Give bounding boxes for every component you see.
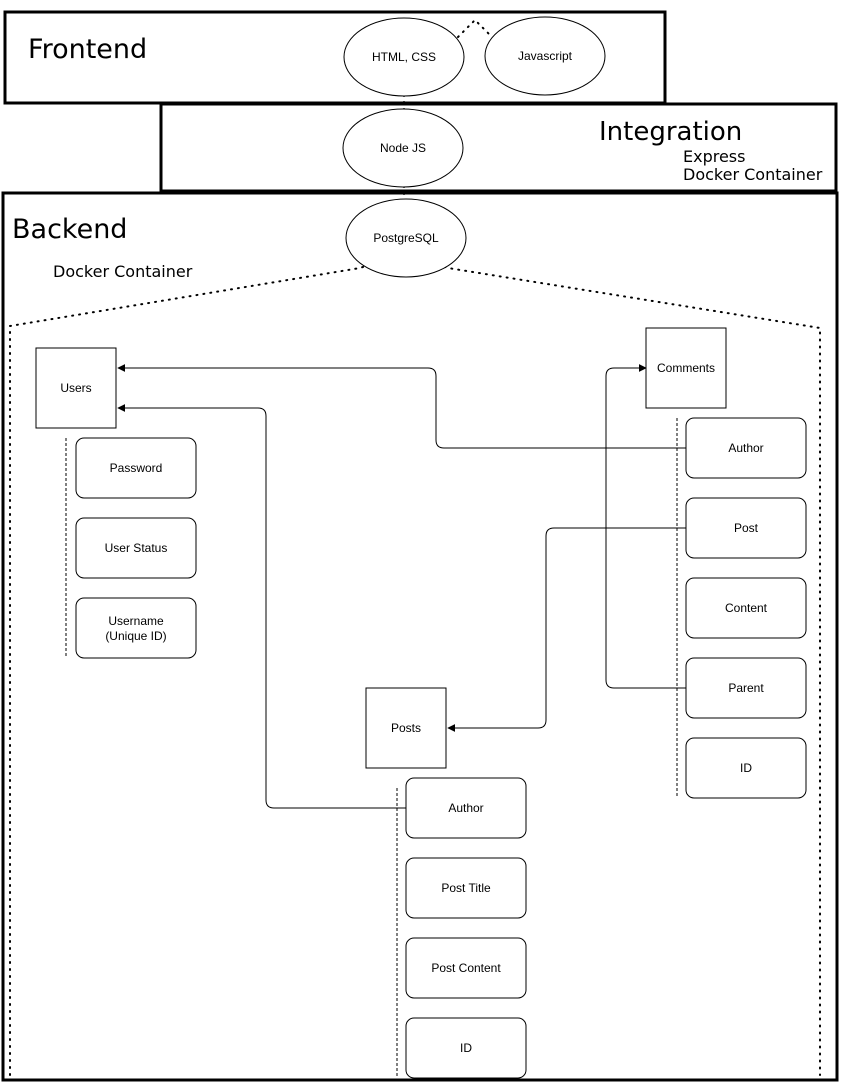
post-author-to-users (117, 404, 406, 809)
posts-label: Posts (391, 721, 421, 735)
integration-title: Integration (599, 117, 742, 147)
comments-field-author-label: Author (728, 441, 763, 455)
comments-field-author (685, 417, 807, 479)
comment-parent-to-comments (605, 364, 686, 689)
posts-field-content-label: Post Content (431, 961, 501, 975)
posts-field-title-label: Post Title (441, 881, 491, 895)
posts-field-author-label: Author (448, 801, 483, 815)
users-field-status-label: User Status (105, 541, 168, 555)
users-field-username-label: Username (108, 614, 164, 628)
posts-field-content (405, 937, 527, 999)
posts-field-title (405, 857, 527, 919)
users-field-username (75, 597, 197, 659)
posts-field-id-label: ID (460, 1041, 472, 1055)
users-field-status (75, 517, 197, 579)
comments-label: Comments (657, 361, 715, 375)
integration-express: Express (683, 147, 745, 166)
posts-field-author (405, 777, 527, 839)
backend-docker: Docker Container (53, 262, 193, 281)
comments-field-post (685, 497, 807, 559)
users-table (35, 347, 117, 429)
comments-field-content (685, 577, 807, 639)
posts-field-id (405, 1017, 527, 1079)
comment-author-to-users (117, 364, 686, 449)
posts-table (365, 687, 447, 769)
comment-post-to-posts (447, 527, 686, 732)
frontend-title: Frontend (28, 34, 147, 65)
html-css-label: HTML, CSS (372, 50, 436, 64)
comments-field-parent-label: Parent (728, 681, 764, 695)
postgres-node (345, 198, 467, 278)
comments-field-content-label: Content (725, 601, 768, 615)
postgres-label: PostgreSQL (373, 231, 439, 245)
backend-frame (1, 191, 839, 1082)
integration-frame (159, 102, 838, 193)
comments-field-id (685, 737, 807, 799)
node-js-label: Node JS (380, 141, 426, 155)
comments-field-post-label: Post (734, 521, 759, 535)
html-js-link (457, 18, 493, 38)
html-css-node (343, 17, 465, 97)
comments-field-parent (685, 657, 807, 719)
integration-docker: Docker Container (683, 165, 823, 184)
users-field-password-label: Password (110, 461, 163, 475)
javascript-node (484, 16, 606, 96)
backend-title: Backend (12, 214, 127, 245)
users-label: Users (60, 381, 91, 395)
users-field-username-note: (Unique ID) (105, 629, 166, 643)
users-field-password (75, 437, 197, 499)
comments-table (645, 327, 727, 409)
comments-field-id-label: ID (740, 761, 752, 775)
node-js-node (342, 108, 464, 188)
javascript-label: Javascript (518, 49, 573, 63)
